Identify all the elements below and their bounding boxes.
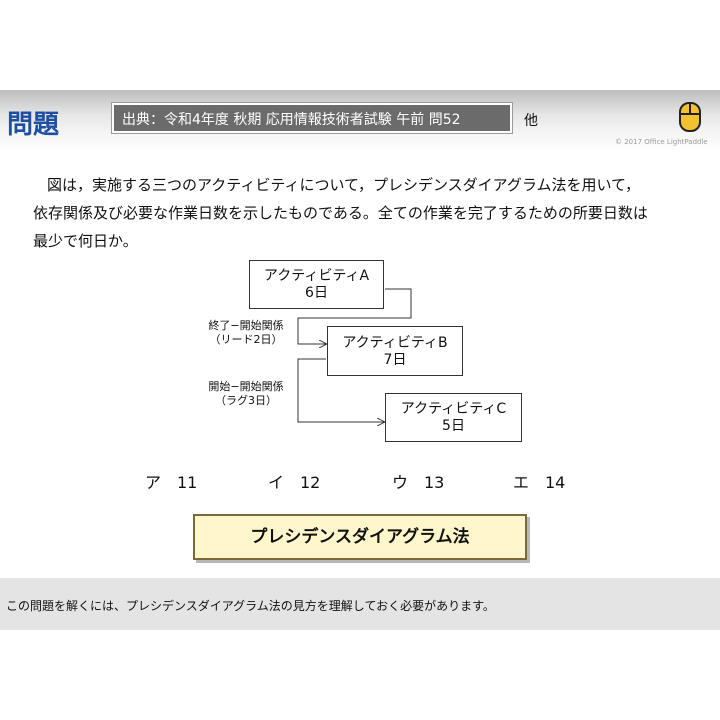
activity-c-box: アクティビティC 5日: [385, 393, 522, 442]
question-line-1: 図は，実施する三つのアクティビティについて，プレシデンスダイアグラム法を用いて，: [47, 176, 640, 194]
question-text: 図は，実施する三つのアクティビティについて，プレシデンスダイアグラム法を用いて，…: [33, 171, 713, 255]
activity-a-days: 6日: [305, 285, 328, 301]
source-suffix: 他: [524, 113, 538, 129]
activity-b-name: アクティビティB: [342, 335, 448, 351]
footer-note: この問題を解くには、プレシデンスダイアグラム法の見方を理解しておく必要があります…: [6, 599, 495, 613]
activity-b-days: 7日: [383, 352, 407, 368]
relation-ss-detail: （ラグ3日）: [215, 394, 277, 407]
page-title: 問題: [7, 110, 60, 140]
footer-band: [0, 578, 720, 630]
choice-e-label: エ: [513, 473, 530, 492]
choice-u[interactable]: ウ 13: [392, 469, 444, 493]
relation-ss-label: 開始−開始関係 （ラグ3日）: [196, 380, 296, 408]
choice-a-value: 11: [177, 473, 198, 492]
source-citation: 出典：令和4年度 秋期 応用情報技術者試験 午前 問52: [111, 102, 513, 134]
activity-c-days: 5日: [442, 418, 465, 434]
choice-a-label: ア: [145, 473, 162, 492]
choice-i-label: イ: [268, 473, 285, 492]
choice-a[interactable]: ア 11: [145, 469, 197, 493]
choice-e-value: 14: [545, 473, 566, 492]
relation-fs-detail: （リード2日）: [209, 333, 283, 346]
connector-a-b: [297, 288, 412, 344]
topic-button[interactable]: プレシデンスダイアグラム法: [193, 514, 527, 560]
choice-u-label: ウ: [392, 473, 409, 492]
relation-fs-type: 終了−開始関係: [208, 319, 284, 332]
relation-fs-label: 終了−開始関係 （リード2日）: [196, 319, 296, 347]
choice-i-value: 12: [300, 473, 321, 492]
activity-b-box: アクティビティB 7日: [327, 326, 463, 376]
activity-c-name: アクティビティC: [400, 401, 507, 417]
choice-i[interactable]: イ 12: [268, 469, 320, 493]
connector-b-c: [297, 358, 384, 422]
choice-u-value: 13: [424, 473, 445, 492]
question-line-2: 依存関係及び必要な作業日数を示したものである。全ての作業を完了するための所要日数…: [33, 204, 648, 222]
choice-e[interactable]: エ 14: [513, 469, 565, 493]
activity-a-name: アクティビティA: [263, 268, 370, 284]
mouse-icon: [679, 102, 701, 132]
question-line-3: 最少で何日か。: [33, 232, 138, 250]
activity-a-box: アクティビティA 6日: [249, 260, 384, 309]
copyright-text: © 2017 Office LightPaddle: [615, 138, 708, 146]
relation-ss-type: 開始−開始関係: [208, 380, 284, 393]
